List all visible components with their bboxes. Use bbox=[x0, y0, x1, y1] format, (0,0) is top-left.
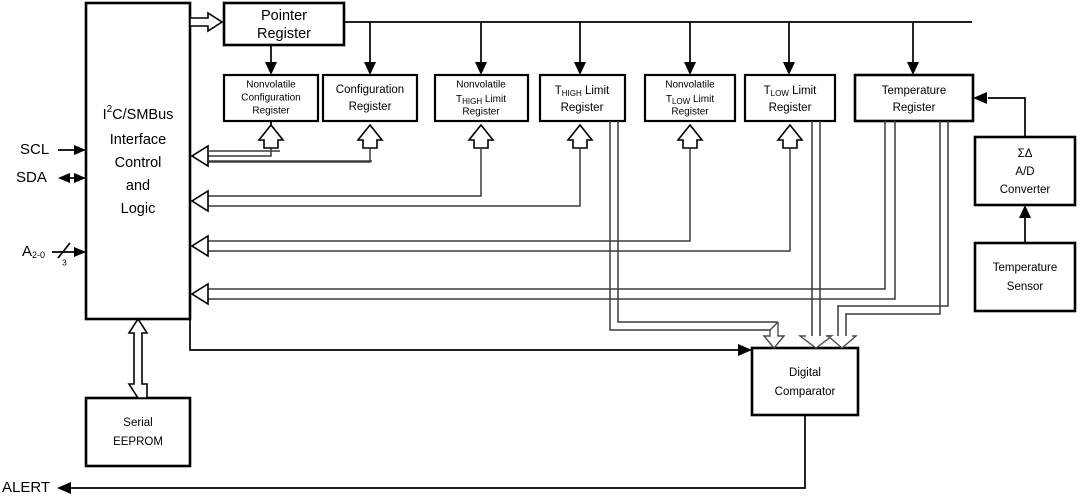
interface-label-line5: Logic bbox=[121, 201, 156, 217]
bus-interface-to-eeprom bbox=[127, 317, 149, 399]
nv-tlow-label-line3: Register bbox=[671, 107, 709, 118]
thigh-label-line1: THIGH Limit bbox=[555, 85, 610, 98]
temperature-sensor-label-line2: Sensor bbox=[1007, 281, 1044, 293]
pin-label-sda: SDA bbox=[16, 169, 47, 186]
interface-label-line4: and bbox=[126, 178, 150, 194]
nv-config-label-line1: Nonvolatile bbox=[246, 80, 296, 91]
block-configuration-register bbox=[321, 73, 419, 123]
bus-temperature-to-comparator bbox=[826, 121, 949, 349]
interface-label-line1: I2C/SMBus bbox=[103, 104, 174, 123]
nv-config-label-line2: Configuration bbox=[241, 93, 300, 104]
digital-comparator-label-line2: Comparator bbox=[775, 386, 836, 398]
block-nonvolatile-tlow-limit-register bbox=[643, 73, 737, 123]
pin-label-scl: SCL bbox=[20, 141, 49, 158]
scl-arrowhead-icon bbox=[74, 145, 86, 155]
serial-eeprom-label-line2: EEPROM bbox=[113, 436, 163, 448]
addr-arrowhead-icon bbox=[74, 247, 86, 257]
nv-tlow-label-line1: Nonvolatile bbox=[665, 80, 715, 91]
nv-thigh-label-line2: THIGH Limit bbox=[456, 94, 506, 106]
block-nonvolatile-thigh-limit-register bbox=[433, 73, 530, 123]
config-label-line2: Register bbox=[349, 101, 392, 113]
block-nonvolatile-configuration-register bbox=[222, 73, 320, 123]
interface-label-line2: Interface bbox=[110, 132, 166, 148]
interface-label-line3: Control bbox=[115, 155, 162, 171]
block-i2c-smbus-interface bbox=[84, 1, 192, 321]
nv-thigh-label-line1: Nonvolatile bbox=[456, 80, 506, 91]
block-digital-comparator bbox=[750, 346, 860, 417]
block-temperature-sensor bbox=[973, 241, 1077, 313]
bus-interface-to-pointer bbox=[189, 11, 224, 33]
bus-slash-icon bbox=[57, 242, 71, 259]
bus-registers-to-interface-1 bbox=[190, 121, 384, 168]
thigh-label-line2: Register bbox=[561, 102, 604, 114]
wire-adc-to-temperature-register bbox=[973, 92, 1026, 137]
bus-temperature-register-to-interface bbox=[190, 121, 896, 306]
block-sigma-delta-adc bbox=[973, 135, 1077, 207]
adc-label-line3: Converter bbox=[1000, 184, 1051, 196]
block-pointer-register bbox=[222, 1, 346, 47]
temperature-register-label-line1: Temperature bbox=[882, 85, 947, 97]
temperature-sensor-label-line1: Temperature bbox=[993, 262, 1058, 274]
pin-label-alert: ALERT bbox=[2, 479, 50, 496]
serial-eeprom-label-line1: Serial bbox=[123, 417, 152, 429]
pointer-register-label-line2: Register bbox=[257, 26, 311, 42]
wire-sensor-to-adc bbox=[1019, 205, 1031, 243]
nv-thigh-label-line3: Register bbox=[462, 107, 500, 118]
temperature-register-label-line2: Register bbox=[893, 102, 936, 114]
bus-registers-to-interface-3 bbox=[190, 123, 804, 258]
config-label-line1: Configuration bbox=[336, 84, 404, 96]
nv-config-label-line3: Register bbox=[252, 106, 290, 117]
nv-tlow-label-line2: TLOW Limit bbox=[666, 94, 714, 106]
bus-thigh-to-comparator bbox=[609, 121, 786, 350]
adc-label-line2: A/D bbox=[1015, 166, 1034, 178]
bus-registers-to-interface-2 bbox=[190, 123, 594, 213]
bus-tlow-to-comparator bbox=[797, 121, 835, 349]
block-serial-eeprom bbox=[84, 396, 192, 468]
sda-arrowhead-right-icon bbox=[74, 173, 86, 183]
digital-comparator-label-line1: Digital bbox=[789, 367, 821, 379]
block-temperature-register bbox=[853, 73, 975, 123]
pointer-register-label-line1: Pointer bbox=[261, 8, 307, 24]
tlow-label-line2: Register bbox=[769, 102, 812, 114]
adc-label-line1: ΣΔ bbox=[1018, 148, 1033, 160]
sda-arrowhead-left-icon bbox=[58, 173, 70, 183]
bus-width-label: 3 bbox=[62, 257, 67, 267]
wire-comparator-to-alert bbox=[57, 415, 806, 494]
block-tlow-limit-register bbox=[743, 73, 837, 123]
tlow-label-line1: TLOW Limit bbox=[764, 85, 818, 98]
wire-interface-to-comparator bbox=[189, 319, 752, 356]
block-thigh-limit-register bbox=[538, 73, 627, 123]
pin-label-addr: A2-0 bbox=[22, 243, 45, 260]
pointer-drop-lines bbox=[265, 22, 919, 75]
